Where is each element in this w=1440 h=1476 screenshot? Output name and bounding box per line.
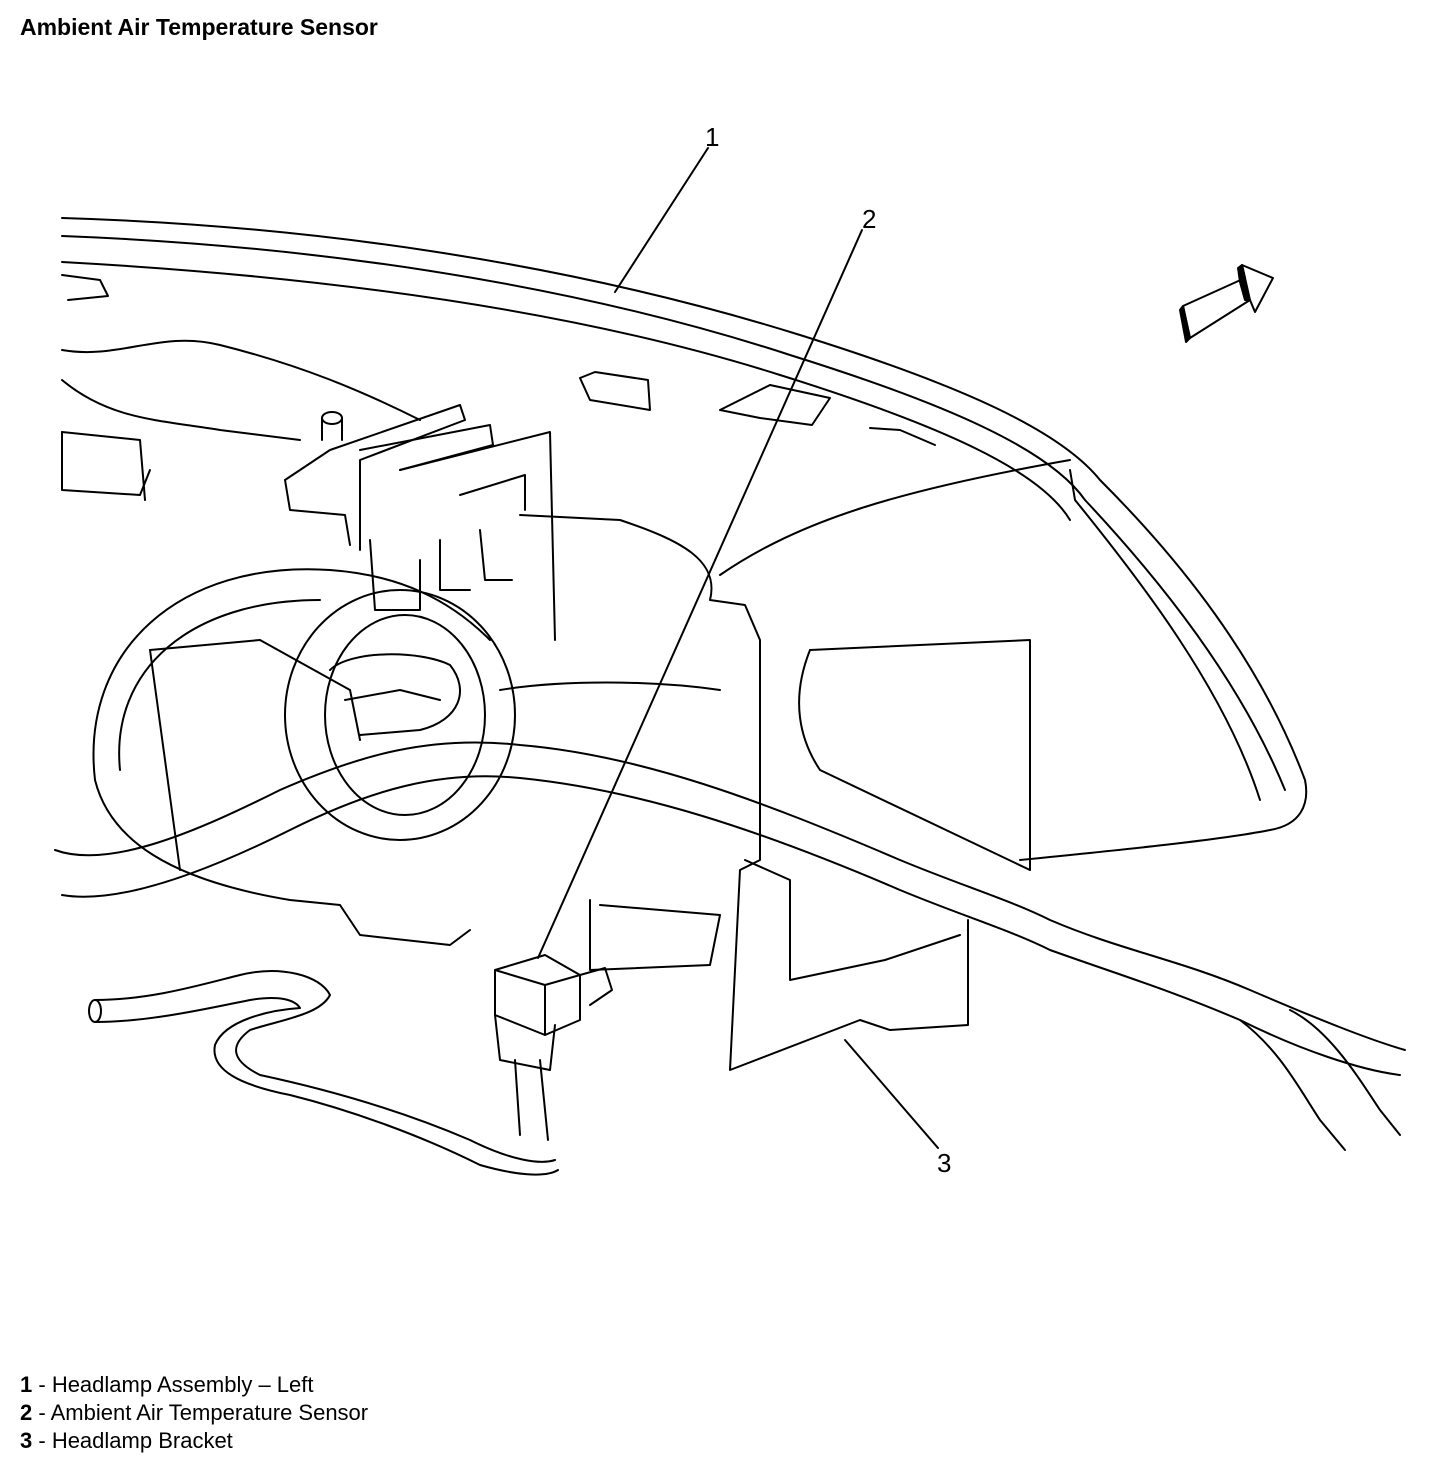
headlamp-bracket <box>499 459 1071 1071</box>
legend-label: Ambient Air Temperature Sensor <box>50 1400 369 1425</box>
legend-num: 1 <box>20 1372 33 1397</box>
legend-separator: - <box>32 1372 52 1397</box>
diagram-title: Ambient Air Temperature Sensor <box>20 14 378 40</box>
callout-1: 1 <box>705 122 719 152</box>
reflector-bowl <box>92 568 516 946</box>
legend-item: 3 - Headlamp Bracket <box>20 1427 368 1455</box>
leader-line-3 <box>844 1039 939 1149</box>
legend-separator: - <box>32 1400 51 1425</box>
legend-separator: - <box>32 1428 52 1453</box>
ambient-air-temperature-sensor <box>494 954 613 1071</box>
forward-arrow-icon <box>1179 264 1274 343</box>
headlamp-assembly <box>61 217 1308 861</box>
legend-label: Headlamp Bracket <box>51 1428 233 1453</box>
legend-num: 3 <box>20 1428 33 1453</box>
legend-num: 2 <box>20 1400 33 1425</box>
upper-mount-bracket <box>284 404 556 641</box>
legend-label: Headlamp Assembly – Left <box>51 1372 314 1397</box>
leader-line-1 <box>614 147 709 293</box>
callout-2: 2 <box>862 204 876 234</box>
legend: 1 - Headlamp Assembly – Left 2 - Ambient… <box>20 1371 368 1455</box>
leader-line-2 <box>537 229 863 959</box>
legend-item: 2 - Ambient Air Temperature Sensor <box>20 1399 368 1427</box>
legend-item: 1 - Headlamp Assembly – Left <box>20 1371 368 1399</box>
callout-3: 3 <box>937 1148 951 1178</box>
wiring-harness <box>54 741 1406 1176</box>
